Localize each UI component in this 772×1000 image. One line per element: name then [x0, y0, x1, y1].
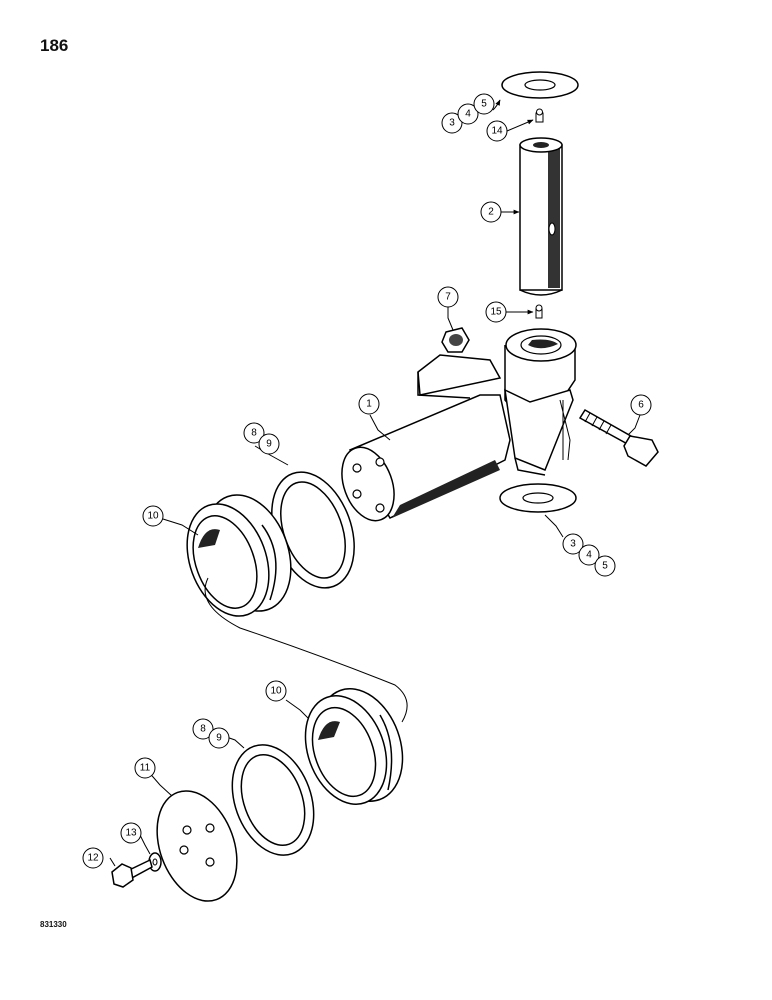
thrust-washer-top: [501, 71, 579, 99]
svg-text:7: 7: [445, 292, 451, 303]
seal-ring-lower: [304, 688, 404, 805]
svg-text:3: 3: [449, 118, 455, 129]
thrust-washer-lower: [499, 483, 577, 513]
callout-4-lower: 4: [578, 544, 600, 566]
svg-text:6: 6: [638, 400, 644, 411]
callout-7: 7: [437, 286, 459, 308]
callout-5-top: 5: [473, 93, 495, 115]
svg-text:5: 5: [481, 99, 487, 110]
callout-10-upper: 10: [142, 505, 164, 527]
lock-nut: [441, 327, 470, 353]
swing-casting: [341, 328, 577, 522]
pivot-pin: [519, 137, 563, 296]
callout-9-lower: 9: [208, 727, 230, 749]
grease-fitting-top: [535, 108, 544, 123]
cap-screw-lower: [111, 858, 153, 888]
callout-13: 13: [120, 822, 142, 844]
callout-14: 14: [486, 120, 508, 142]
callout-8-upper: 8: [243, 422, 265, 444]
callout-8-lower: 8: [192, 718, 214, 740]
svg-text:14: 14: [491, 126, 503, 137]
svg-text:9: 9: [216, 733, 222, 744]
svg-text:8: 8: [251, 428, 257, 439]
svg-text:1: 1: [366, 399, 372, 410]
svg-text:2: 2: [488, 207, 494, 218]
svg-text:9: 9: [266, 439, 272, 450]
svg-text:13: 13: [125, 828, 137, 839]
shim-ring-upper: [271, 471, 355, 589]
callout-11: 11: [134, 757, 156, 779]
svg-text:12: 12: [87, 853, 99, 864]
callout-6: 6: [630, 394, 652, 416]
svg-text:3: 3: [570, 539, 576, 550]
svg-text:8: 8: [200, 724, 206, 735]
seal-ring-upper: [186, 494, 292, 617]
svg-text:5: 5: [602, 561, 608, 572]
callout-4-top: 4: [457, 103, 479, 125]
assembly-path-line: [204, 577, 408, 723]
callout-3-lower: 3: [562, 533, 584, 555]
svg-text:15: 15: [490, 307, 502, 318]
svg-text:10: 10: [147, 511, 159, 522]
callout-10-lower: 10: [265, 680, 287, 702]
cover-plate: [156, 790, 238, 902]
callout-9-upper: 9: [258, 433, 280, 455]
callout-1: 1: [358, 393, 380, 415]
cap-screw-right: [578, 408, 659, 467]
svg-text:11: 11: [140, 763, 151, 774]
svg-text:10: 10: [270, 686, 282, 697]
callout-2: 2: [480, 201, 502, 223]
callout-5-lower: 5: [594, 555, 616, 577]
shim-ring-lower: [231, 744, 315, 856]
callout-15: 15: [485, 301, 507, 323]
page-number: 186: [40, 36, 69, 55]
svg-text:4: 4: [586, 550, 592, 561]
svg-text:4: 4: [465, 109, 471, 120]
callout-3-top: 3: [441, 112, 463, 134]
grease-fitting-lower: [535, 304, 543, 319]
callout-12: 12: [82, 847, 104, 869]
figure-code: 831330: [40, 920, 67, 929]
